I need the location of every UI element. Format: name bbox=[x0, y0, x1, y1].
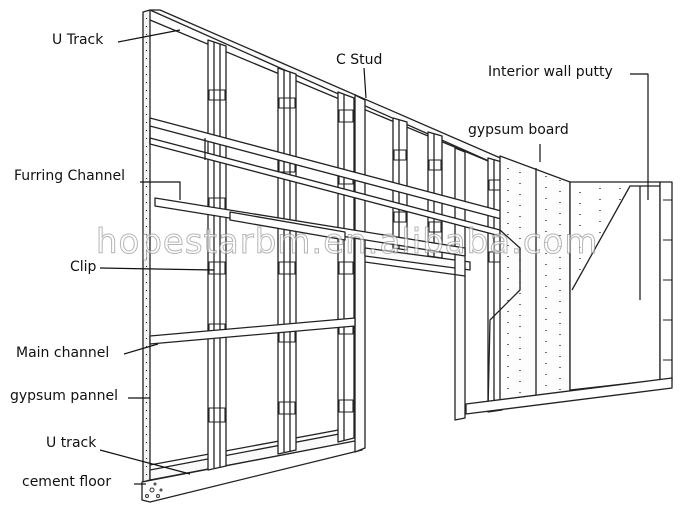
main-channel bbox=[229, 211, 346, 241]
gypsum-board-panels bbox=[487, 155, 571, 411]
label-c-stud: C Stud bbox=[336, 52, 383, 68]
watermark-text: hopestarbm.en.alibaba.com bbox=[95, 222, 599, 263]
label-gypsum-pannel: gypsum pannel bbox=[10, 388, 119, 404]
top-u-track bbox=[149, 9, 506, 167]
interior-wall-putty-layer bbox=[569, 181, 661, 391]
label-u-track-bottom: U track bbox=[46, 435, 97, 451]
c-stud bbox=[337, 91, 355, 443]
main-channel bbox=[149, 117, 506, 221]
door-opening-frame bbox=[354, 94, 471, 453]
label-clip: Clip bbox=[70, 259, 97, 275]
cement-floor bbox=[141, 439, 363, 503]
label-cement-floor: cement floor bbox=[22, 474, 112, 490]
main-channel bbox=[149, 317, 356, 345]
label-main-channel: Main channel bbox=[16, 345, 110, 361]
label-furring-channel: Furring Channel bbox=[14, 168, 126, 184]
leader-lines bbox=[99, 29, 649, 485]
main-channels bbox=[149, 117, 506, 345]
label-gypsum-board: gypsum board bbox=[468, 122, 569, 138]
c-stud bbox=[277, 67, 297, 455]
right-edge-stud bbox=[659, 181, 673, 381]
label-u-track-top: U Track bbox=[52, 32, 104, 48]
label-interior-wall-putty: Interior wall putty bbox=[488, 64, 613, 80]
right-bottom-track bbox=[465, 377, 673, 415]
c-stud bbox=[207, 39, 227, 471]
